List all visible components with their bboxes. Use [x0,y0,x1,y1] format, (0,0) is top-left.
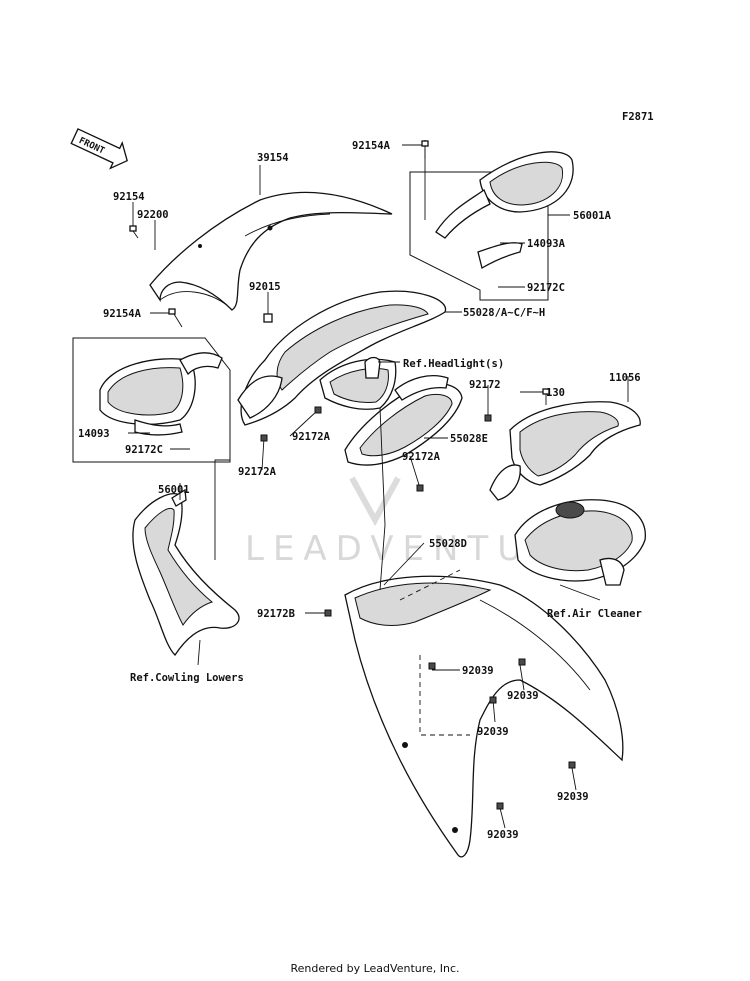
label-92200: 92200 [137,209,169,221]
label-92039-5: 92039 [487,829,519,841]
bolt-icon [324,609,332,617]
bolt-icon [484,414,492,422]
label-92172: 92172 [469,379,501,391]
ref-air-cleaner: Ref.Air Cleaner [547,608,642,620]
label-11056: 11056 [609,372,641,384]
label-92172C-left: 92172C [125,444,163,456]
label-92172A-2: 92172A [402,451,441,463]
label-39154: 39154 [257,152,289,164]
mirror-left-56001 [72,337,231,463]
bolt-icon [421,140,429,159]
label-55028D: 55028D [429,538,467,550]
bolt-icon [568,761,576,769]
label-56001A: 56001A [573,210,612,222]
label-92172B: 92172B [257,608,295,620]
bolt-icon [263,313,273,323]
label-92172A-3: 92172A [238,466,277,478]
bolt-icon [168,308,183,328]
air-cleaner-cover-11056 [489,401,641,501]
fasteners [129,140,576,810]
ref-headlight: Ref.Headlight(s) [403,358,504,370]
lower-cowl [132,488,240,657]
label-14093A: 14093A [527,238,566,250]
front-arrow-icon: FRONT [70,128,128,170]
duct-55028E [344,375,463,466]
label-92039-1: 92039 [462,665,494,677]
label-92039-2: 92039 [507,690,539,702]
bolt-icon [518,658,526,666]
part-labels: 92154A 39154 56001A 92154 92200 14093A 9… [78,140,642,841]
inner-panel-55028 [237,290,447,426]
label-92154A-top: 92154A [352,140,391,152]
bolt-icon [428,662,436,670]
air-cleaner-housing [514,499,646,586]
ref-cowling-lowers: Ref.Cowling Lowers [130,672,244,684]
label-55028: 55028/A~C/F~H [463,307,545,319]
headlight-bracket [319,356,397,410]
label-92172C-right: 92172C [527,282,565,294]
bolt-icon [314,406,322,414]
upper-cowl-39154 [149,191,393,311]
bolt-icon [542,388,550,405]
label-55028E: 55028E [450,433,488,445]
side-fairing-55028D [344,569,624,858]
label-92154: 92154 [113,191,145,203]
label-14093: 14093 [78,428,110,440]
bolt-icon [489,696,497,704]
label-92039-4: 92039 [557,791,589,803]
credit-footer: Rendered by LeadVenture, Inc. [290,962,460,975]
label-92154A-left: 92154A [103,308,142,320]
label-92039-3: 92039 [477,726,509,738]
bolt-icon [260,434,268,442]
figure-code: F2871 [622,111,654,123]
bolt-icon [416,484,424,492]
leader-lines [128,140,629,829]
mirror-right-56001A [409,151,574,301]
label-92172A-1: 92172A [292,431,331,443]
label-130: 130 [546,387,565,399]
bolt-icon [496,802,504,810]
label-56001: 56001 [158,484,190,496]
label-92015: 92015 [249,281,281,293]
bolt-icon [129,225,139,239]
